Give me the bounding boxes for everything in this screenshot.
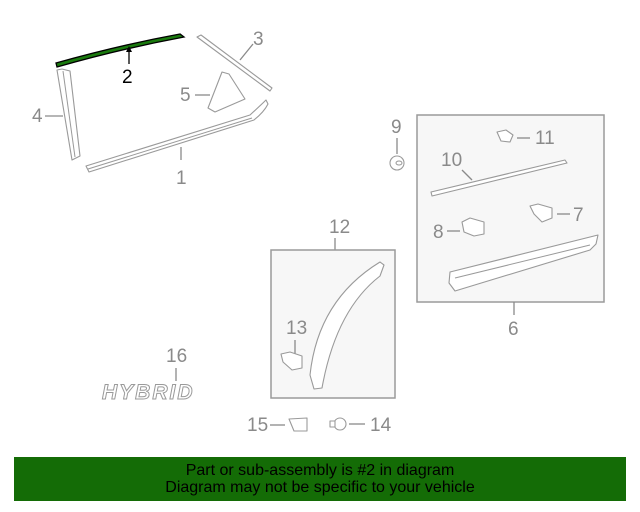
part-8-clip[interactable]: 8 [433, 217, 485, 243]
svg-text:10: 10 [441, 150, 462, 171]
part-6-rocker-assembly[interactable]: 6 [416, 114, 605, 340]
svg-text:6: 6 [508, 319, 519, 340]
info-banner: Part or sub-assembly is #2 in diagram Di… [14, 457, 626, 501]
svg-text:2: 2 [122, 67, 133, 88]
svg-text:5: 5 [180, 85, 191, 106]
banner-line-1: Part or sub-assembly is #2 in diagram [185, 462, 455, 479]
svg-text:8: 8 [433, 222, 444, 243]
part-15-cap[interactable]: 15 [247, 415, 308, 436]
svg-text:11: 11 [535, 128, 555, 149]
svg-text:1: 1 [176, 168, 187, 189]
part-10-molding-strip[interactable]: 10 [430, 150, 568, 197]
part-12-wheel-arch-molding[interactable]: 12 [270, 217, 396, 399]
svg-text:9: 9 [391, 117, 402, 138]
svg-text:15: 15 [247, 415, 268, 436]
part-4-pillar-molding[interactable]: 4 [32, 68, 81, 161]
part-2-roof-molding[interactable] [55, 33, 186, 68]
svg-text:3: 3 [253, 29, 264, 50]
part-9-nut[interactable]: 9 [389, 117, 405, 171]
banner-line-2: Diagram may not be specific to your vehi… [165, 479, 475, 496]
part-16-hybrid-emblem[interactable]: 16 HYBRID [102, 346, 195, 405]
svg-text:4: 4 [32, 106, 43, 127]
part-5-quarter-piece[interactable]: 5 [180, 71, 246, 113]
svg-text:13: 13 [286, 318, 307, 339]
svg-text:16: 16 [166, 346, 187, 367]
svg-text:HYBRID: HYBRID [102, 381, 195, 404]
svg-text:12: 12 [329, 217, 350, 238]
part-3-window-strip[interactable]: 3 [196, 29, 273, 92]
callout-2[interactable]: 2 [122, 46, 133, 88]
part-11-clip[interactable]: 11 [496, 128, 555, 149]
svg-text:7: 7 [573, 205, 584, 226]
part-14-grommet[interactable]: 14 [329, 415, 392, 436]
part-13-clip[interactable]: 13 [280, 318, 307, 371]
svg-text:14: 14 [370, 415, 392, 436]
part-7-clip[interactable]: 7 [529, 203, 584, 226]
part-1-belt-molding[interactable]: 1 [85, 99, 269, 189]
